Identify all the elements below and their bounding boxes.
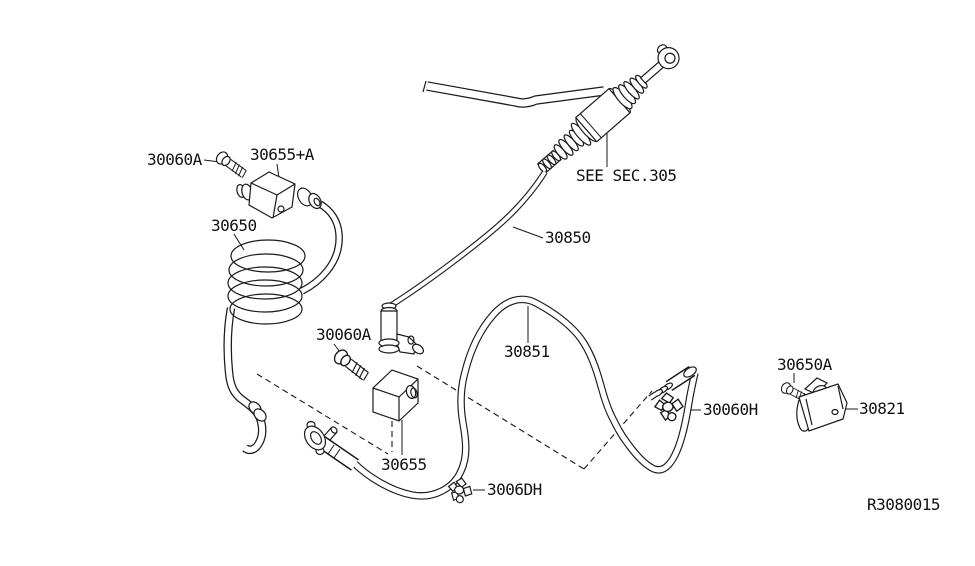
part-label-3006dh: 3006DH	[487, 480, 542, 499]
hose-end-fitting-left	[303, 420, 359, 471]
reservoir-hose	[422, 80, 605, 108]
union-connector	[378, 302, 425, 355]
bolt-30060a-mid	[331, 346, 372, 384]
coil-tube-30650	[223, 239, 306, 455]
hose-30851	[351, 295, 699, 500]
part-label-30060a-mid: 30060A	[316, 325, 371, 344]
damper-box-30655	[372, 369, 419, 422]
master-cylinder-assembly	[536, 44, 680, 174]
part-label-30650a: 30650A	[777, 355, 832, 374]
part-label-30821: 30821	[859, 399, 905, 418]
part-label-30060h: 30060H	[703, 400, 758, 419]
pipe-30850	[388, 170, 548, 309]
diagram-ref-code: R3080015	[867, 495, 941, 514]
part-label-30655-plus-a: 30655+A	[250, 145, 314, 164]
part-label-30650: 30650	[211, 216, 257, 235]
part-label-30851: 30851	[504, 342, 550, 361]
hose-end-fitting-right	[648, 365, 697, 401]
part-label-30060a-top: 30060A	[147, 150, 202, 169]
damper-assy-30655a	[236, 171, 343, 295]
bracket-30821	[796, 377, 848, 432]
assembly-dashed-lines	[256, 365, 653, 470]
see-section-note: SEE SEC.305	[576, 166, 677, 185]
part-label-30850: 30850	[545, 228, 591, 247]
bolt-30060a-top	[213, 149, 250, 181]
part-label-30655: 30655	[381, 455, 427, 474]
